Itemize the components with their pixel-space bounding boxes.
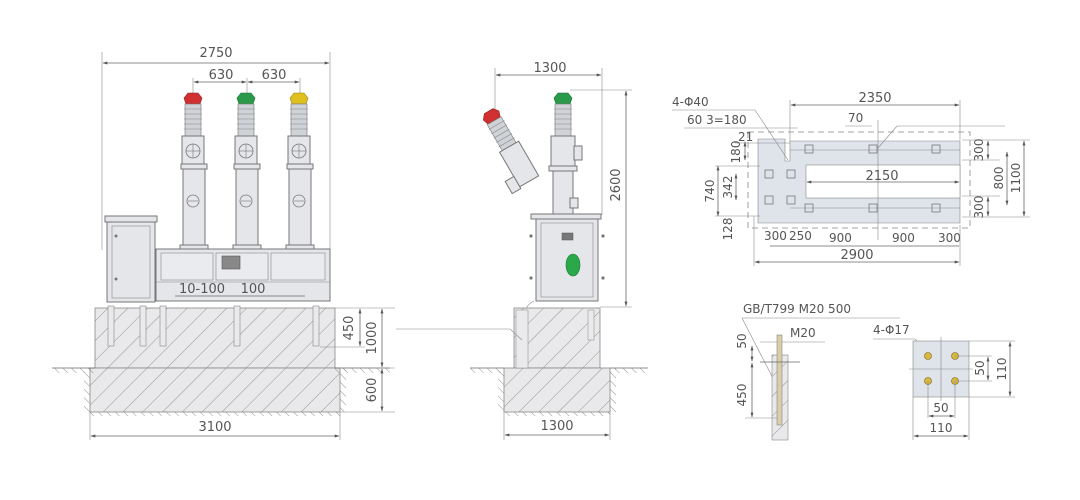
nameplate-icon xyxy=(561,232,574,241)
cabinet-roof xyxy=(104,215,158,223)
dim-side-width: 1300 xyxy=(533,61,566,76)
nameplate-icon xyxy=(221,255,241,270)
terminal-cap-green-icon xyxy=(553,92,573,105)
terminal-cap-red-icon xyxy=(183,92,203,105)
terminal-cap-yellow-icon xyxy=(289,92,309,105)
dim-128: 128 xyxy=(721,218,735,241)
dim-342: 342 xyxy=(721,176,735,199)
plan-view: 4-Φ40 60 3=180 21 2350 70 2150 180 740 3… xyxy=(672,91,1030,266)
dim-50: 50 xyxy=(735,333,749,348)
base-plate-detail: 4-Φ17 50 110 50 110 xyxy=(873,323,1015,440)
dim-300-right-bottom: 300 xyxy=(972,196,986,219)
dim-overall-width: 2750 xyxy=(199,46,232,61)
front-view: 2750 630 630 xyxy=(52,46,395,440)
dim-side-height: 2600 xyxy=(609,168,624,201)
dim-side-foundation-width: 1300 xyxy=(540,419,573,434)
dim-2150: 2150 xyxy=(865,169,898,184)
dim-plate-width: 110 xyxy=(930,421,953,435)
side-view: 1300 2600 xyxy=(396,61,648,440)
dim-hole-pitch-h: 50 xyxy=(933,401,948,415)
dim-2900: 2900 xyxy=(840,248,873,263)
label-plate-hole-spec: 4-Φ17 xyxy=(873,323,910,337)
dim-bottom-900-b: 900 xyxy=(892,231,915,245)
pole-phase-c xyxy=(285,92,315,250)
label-bolt-spec: GB/T799 M20 500 xyxy=(743,302,851,316)
dim-2350: 2350 xyxy=(858,91,891,106)
dim-phase-spacing-2: 630 xyxy=(262,68,287,83)
dim-phase-spacing-1: 630 xyxy=(209,68,234,83)
dim-hole-pitch-v: 50 xyxy=(973,360,987,375)
pole-phase-a xyxy=(179,92,209,250)
dim-300-right-top: 300 xyxy=(972,139,986,162)
dim-foundation-depth: 600 xyxy=(365,378,380,403)
label-hole-spec: 4-Φ40 xyxy=(672,95,709,109)
dim-pedestal-height: 1000 xyxy=(365,321,380,354)
pole-phase-b xyxy=(232,92,262,250)
dim-foundation-width: 3100 xyxy=(198,420,231,435)
dim-450: 450 xyxy=(735,384,749,407)
dim-1100: 1100 xyxy=(1009,163,1023,194)
dim-plate-height: 110 xyxy=(995,358,1009,381)
dim-180: 180 xyxy=(729,141,743,164)
dim-bottom-250: 250 xyxy=(789,229,812,243)
status-indicator-icon xyxy=(565,253,581,277)
dim-740: 740 xyxy=(703,180,717,203)
dim-21: 21 xyxy=(738,130,753,144)
label-thread: M20 xyxy=(790,326,816,340)
dim-800: 800 xyxy=(992,167,1006,190)
dim-bottom-300: 300 xyxy=(764,229,787,243)
dim-adjust-range: 10-100 xyxy=(179,282,225,297)
dim-bolt-depth: 450 xyxy=(342,316,357,341)
control-cabinet xyxy=(106,221,156,303)
dim-70: 70 xyxy=(848,111,863,125)
anchor-bolt-detail: GB/T799 M20 500 M20 50 450 xyxy=(735,302,900,441)
foundation-base xyxy=(89,367,341,413)
anchor-holes xyxy=(764,144,941,213)
dim-bottom-300-b: 300 xyxy=(938,231,961,245)
label-hole-pitch: 60 3=180 xyxy=(687,113,747,127)
foundation-pedestal xyxy=(94,307,336,369)
terminal-cap-green-icon xyxy=(236,92,256,105)
dim-bottom-900-a: 900 xyxy=(829,231,852,245)
dim-adjust-offset: 100 xyxy=(241,282,266,297)
